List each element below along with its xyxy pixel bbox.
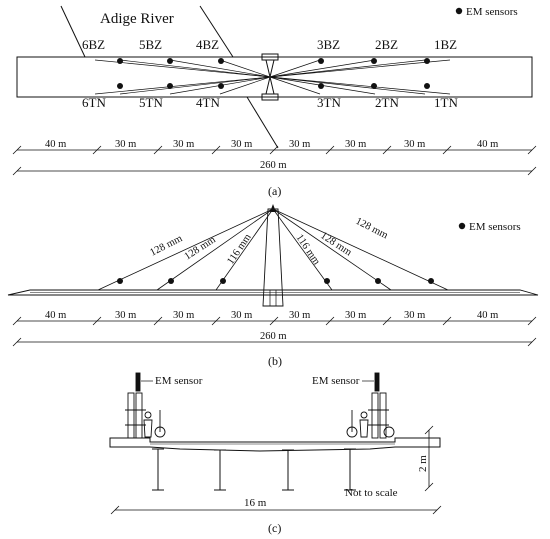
right-cable-anchor bbox=[368, 372, 389, 439]
river-label: Adige River bbox=[100, 11, 174, 27]
legend-label: EM sensors bbox=[466, 6, 518, 18]
cable-id-2TN: 2TN bbox=[375, 95, 399, 110]
span-length: 30 m bbox=[115, 310, 136, 321]
river-bank-line bbox=[60, 5, 86, 58]
dimension-tick bbox=[432, 505, 442, 515]
deck-cross-section bbox=[109, 437, 441, 452]
cables-plan bbox=[94, 59, 451, 95]
sensors-elevation bbox=[117, 278, 434, 284]
dimension-ticks bbox=[12, 145, 537, 155]
em-sensor-label-right: EM sensor bbox=[312, 375, 360, 387]
cable-id-4BZ: 4BZ bbox=[196, 37, 219, 52]
span-length: 30 m bbox=[173, 139, 194, 150]
dimension-tick bbox=[527, 337, 537, 347]
dimension-tick bbox=[12, 166, 22, 176]
caption-a: (a) bbox=[268, 184, 281, 198]
panel-c-cross-section: EM sensor EM sensor 2 m Not to scale bbox=[109, 372, 442, 535]
pylon-elevation bbox=[262, 208, 284, 307]
cable-id-6BZ: 6BZ bbox=[82, 37, 105, 52]
cable-id-3BZ: 3BZ bbox=[317, 37, 340, 52]
total-length: 260 m bbox=[260, 160, 287, 171]
bike-right bbox=[346, 410, 395, 438]
width-label: 16 m bbox=[244, 497, 267, 509]
cable-diameter-label: 128 mm bbox=[148, 233, 184, 259]
caption-b: (b) bbox=[268, 354, 282, 368]
scale-note: Not to scale bbox=[345, 487, 398, 499]
cable-id-4TN: 4TN bbox=[196, 95, 220, 110]
dimension-tick bbox=[12, 337, 22, 347]
panel-b-elevation: EM sensors 128 mm 128 mm 116 mm 116 mm 1… bbox=[7, 204, 539, 368]
river-bank-line bbox=[199, 5, 234, 58]
bike-left bbox=[154, 410, 166, 438]
span-length: 30 m bbox=[404, 139, 425, 150]
cable-id-3TN: 3TN bbox=[317, 95, 341, 110]
deck-plan bbox=[16, 56, 533, 98]
person-left bbox=[143, 411, 153, 438]
panel-a-plan-view: Adige River EM sensors bbox=[12, 5, 537, 198]
span-length: 30 m bbox=[345, 310, 366, 321]
height-label: 2 m bbox=[417, 455, 429, 472]
river-bank-line bbox=[246, 96, 279, 149]
span-length: 30 m bbox=[173, 310, 194, 321]
dimension-ticks bbox=[12, 316, 537, 326]
cable-id-5BZ: 5BZ bbox=[139, 37, 162, 52]
dimension-tick bbox=[424, 482, 434, 492]
span-length: 40 m bbox=[477, 139, 498, 150]
deck-elevation bbox=[7, 289, 539, 296]
pylon-plan-bottom bbox=[261, 93, 279, 101]
pylon-top bbox=[270, 204, 276, 212]
span-length: 30 m bbox=[115, 139, 136, 150]
span-length: 30 m bbox=[231, 310, 252, 321]
dimension-tick bbox=[527, 166, 537, 176]
caption-c: (c) bbox=[268, 521, 281, 535]
cable-diameter-label: 128 mm bbox=[318, 230, 353, 258]
span-length: 40 m bbox=[477, 310, 498, 321]
person-right bbox=[359, 411, 369, 438]
pylon-plan-top bbox=[261, 53, 279, 61]
span-length: 30 m bbox=[231, 139, 252, 150]
cable-id-1TN: 1TN bbox=[434, 95, 458, 110]
left-cable-anchor bbox=[125, 372, 146, 439]
cable-id-6TN: 6TN bbox=[82, 95, 106, 110]
span-length: 30 m bbox=[289, 310, 310, 321]
dimension-tick bbox=[110, 505, 120, 515]
cables-elevation bbox=[97, 208, 449, 291]
em-sensor-label-left: EM sensor bbox=[155, 375, 203, 387]
legend-sensor-marker bbox=[458, 222, 466, 230]
cable-diameter-label: 116 mm bbox=[294, 233, 322, 268]
cable-id-1BZ: 1BZ bbox=[434, 37, 457, 52]
cable-id-5TN: 5TN bbox=[139, 95, 163, 110]
span-length: 40 m bbox=[45, 139, 66, 150]
span-length: 40 m bbox=[45, 310, 66, 321]
total-length: 260 m bbox=[260, 331, 287, 342]
cable-diameter-label: 116 mm bbox=[225, 232, 253, 267]
dimension-tick bbox=[424, 425, 434, 435]
legend-sensor-marker bbox=[455, 7, 463, 15]
cable-id-2BZ: 2BZ bbox=[375, 37, 398, 52]
sensors-plan bbox=[117, 58, 430, 89]
span-length: 30 m bbox=[404, 310, 425, 321]
girders bbox=[152, 448, 356, 491]
span-length: 30 m bbox=[345, 139, 366, 150]
cable-diameter-label: 128 mm bbox=[354, 216, 390, 242]
legend-label: EM sensors bbox=[469, 221, 521, 233]
span-length: 30 m bbox=[289, 139, 310, 150]
